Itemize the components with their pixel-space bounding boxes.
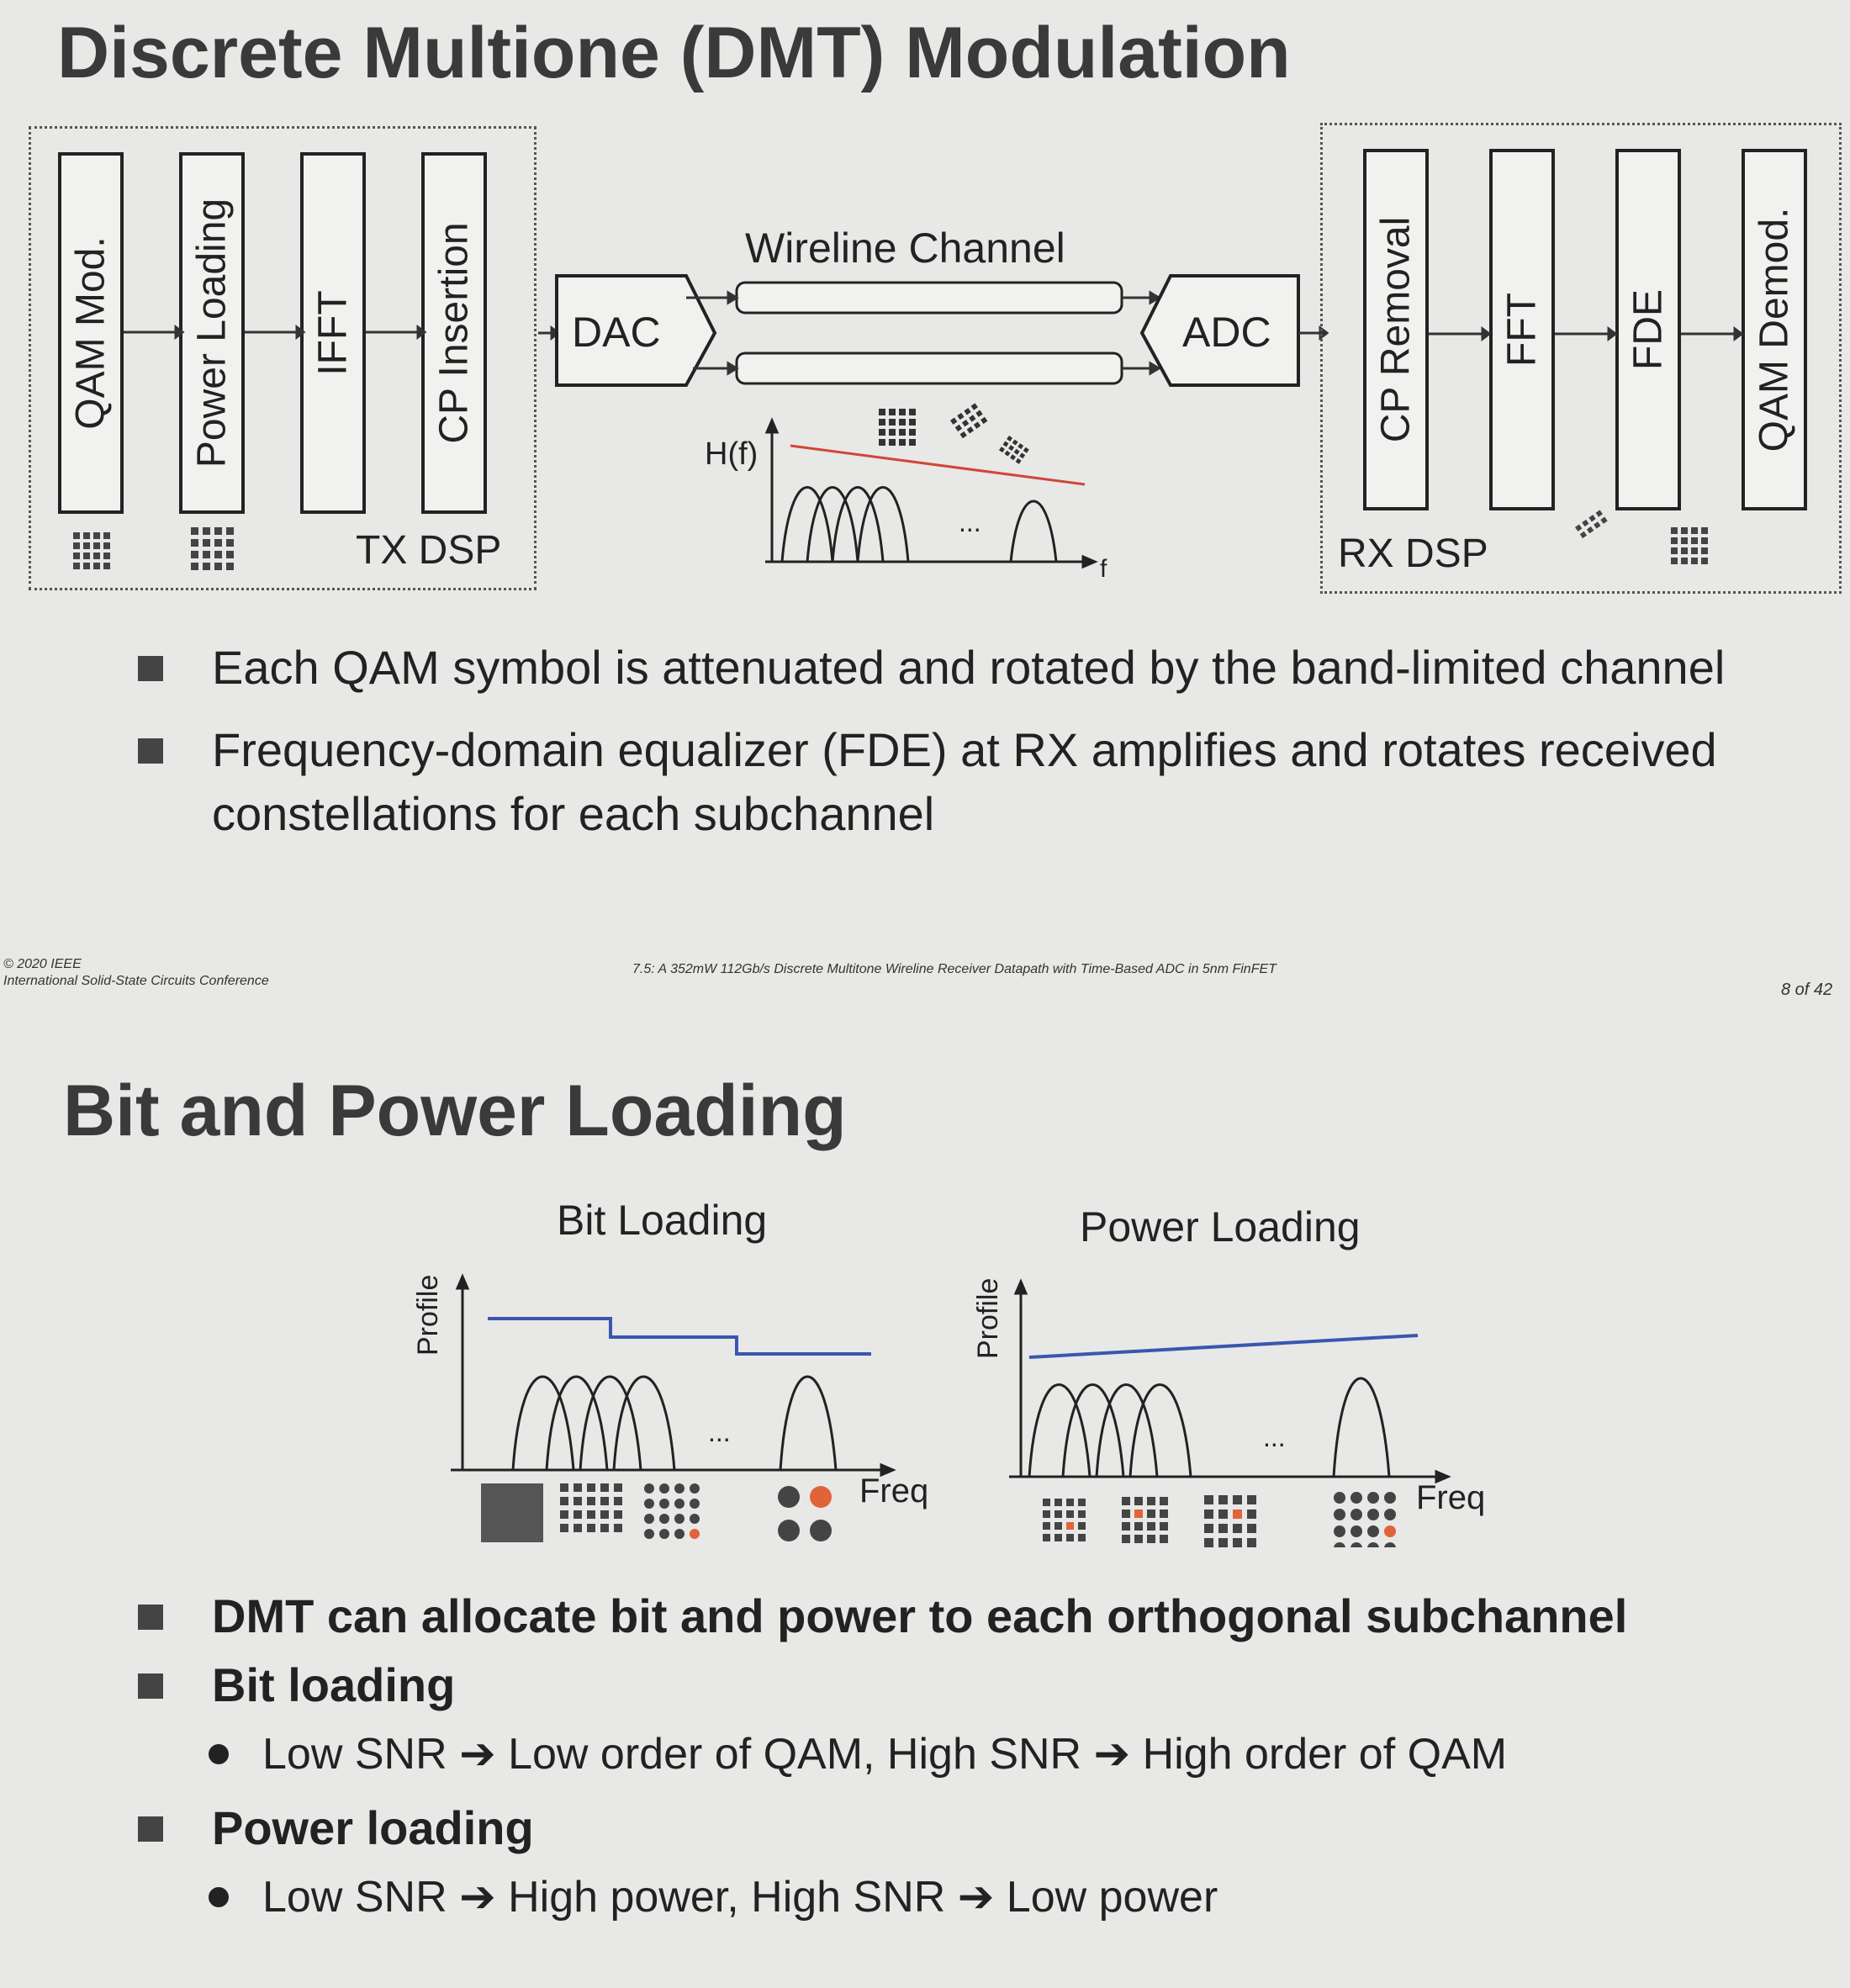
hf-label: H(f) bbox=[705, 436, 758, 472]
bit-loading-title: Bit Loading bbox=[557, 1197, 767, 1244]
tx-dsp-label: TX DSP bbox=[356, 528, 502, 573]
power-loading-ylabel: Profile bbox=[972, 1278, 1004, 1359]
slide2-sub-bullet: Low SNR ➔ High power, High SNR ➔ Low pow… bbox=[135, 1865, 1850, 1929]
power-loading-title: Power Loading bbox=[1080, 1203, 1361, 1250]
square-bullet-icon bbox=[138, 1605, 163, 1630]
slide2-bullet: Bit loading bbox=[135, 1653, 1850, 1717]
square-bullet-icon bbox=[138, 656, 163, 681]
fft-block: FFT bbox=[1489, 149, 1555, 510]
rx-dsp-label: RX DSP bbox=[1338, 531, 1488, 576]
dac-label: DAC bbox=[572, 309, 661, 356]
slide2-sub-bullet: Low SNR ➔ Low order of QAM, High SNR ➔ H… bbox=[135, 1722, 1850, 1786]
slide2-bullets: DMT can allocate bit and power to each o… bbox=[135, 1584, 1850, 1929]
bit-loading-ellipsis: ... bbox=[708, 1417, 731, 1447]
bit-loading-xlabel: Freq bbox=[859, 1472, 928, 1510]
wireline-channel-label: Wireline Channel bbox=[745, 225, 1065, 272]
power-loading-xlabel: Freq bbox=[1416, 1479, 1485, 1516]
slide2-bullet: DMT can allocate bit and power to each o… bbox=[135, 1584, 1850, 1648]
bullet-text: Frequency-domain equalizer (FDE) at RX a… bbox=[212, 723, 1717, 840]
spectrum-ellipsis: ... bbox=[959, 507, 981, 537]
rotated-constellation-icons bbox=[879, 403, 1029, 464]
fde-block: FDE bbox=[1615, 149, 1681, 510]
bit-loading-ylabel: Profile bbox=[412, 1275, 444, 1356]
slide2-bullet: Power loading bbox=[135, 1796, 1850, 1860]
channel-diagram: DAC Wireline Channel ADC H(f) ... f bbox=[538, 225, 1329, 583]
bit-constellation-icons bbox=[481, 1483, 832, 1542]
square-bullet-icon bbox=[138, 1816, 163, 1842]
slide1-bullet: Frequency-domain equalizer (FDE) at RX a… bbox=[135, 718, 1732, 846]
square-bullet-icon bbox=[138, 738, 163, 764]
adc-label: ADC bbox=[1182, 309, 1271, 356]
footer-conference: International Solid-State Circuits Confe… bbox=[3, 974, 269, 988]
bullet-text: Power loading bbox=[212, 1801, 534, 1854]
qam-demod-block: QAM Demod. bbox=[1742, 149, 1807, 510]
bullet-text: DMT can allocate bit and power to each o… bbox=[212, 1589, 1628, 1642]
rx-dsp-decorations bbox=[1429, 326, 1744, 564]
footer-page-number: 8 of 42 bbox=[1781, 981, 1833, 999]
tx-dsp-box: QAM Mod. Power Loading IFFT CP Insertion bbox=[29, 126, 536, 590]
round-bullet-icon bbox=[209, 1887, 229, 1907]
tx-constellation-icons bbox=[73, 527, 234, 570]
bullet-text: Low SNR ➔ Low order of QAM, High SNR ➔ H… bbox=[262, 1730, 1508, 1779]
round-bullet-icon bbox=[209, 1744, 229, 1764]
adc-block: ADC bbox=[1139, 274, 1300, 387]
bit-profile-line bbox=[488, 1317, 871, 1356]
tx-dsp-decorations bbox=[73, 325, 427, 570]
bullet-text: Low SNR ➔ High power, High SNR ➔ Low pow… bbox=[262, 1873, 1218, 1922]
slide1-bullets: Each QAM symbol is attenuated and rotate… bbox=[135, 636, 1732, 846]
footer-copyright: © 2020 IEEE bbox=[3, 957, 82, 971]
slide2-title: Bit and Power Loading bbox=[63, 1071, 847, 1151]
bit-loading-diagram: Bit Loading Profile ... Freq bbox=[412, 1197, 928, 1542]
f-axis-label: f bbox=[1100, 555, 1107, 583]
dac-block: DAC bbox=[555, 274, 717, 387]
rx-dsp-box: CP Removal FFT FDE QAM Demod. RX DSP bbox=[1320, 123, 1842, 594]
slide1-title: Discrete Multione (DMT) Modulation bbox=[57, 13, 1291, 93]
power-constellation-icons bbox=[1043, 1492, 1396, 1547]
cp-removal-block: CP Removal bbox=[1363, 149, 1429, 510]
square-bullet-icon bbox=[138, 1673, 163, 1699]
qam-mod-block: QAM Mod. bbox=[58, 152, 124, 514]
power-loading-diagram: Power Loading Profile ... Freq bbox=[972, 1203, 1485, 1547]
channel-response-line bbox=[790, 444, 1086, 486]
bullet-text: Each QAM symbol is attenuated and rotate… bbox=[212, 641, 1726, 694]
cp-insertion-block: CP Insertion bbox=[421, 152, 487, 514]
footer-paper-title: 7.5: A 352mW 112Gb/s Discrete Multitone … bbox=[632, 962, 1276, 976]
power-loading-ellipsis: ... bbox=[1263, 1422, 1286, 1452]
bullet-text: Bit loading bbox=[212, 1658, 456, 1711]
slide1-bullet: Each QAM symbol is attenuated and rotate… bbox=[135, 636, 1732, 700]
power-profile-line bbox=[1028, 1334, 1419, 1359]
